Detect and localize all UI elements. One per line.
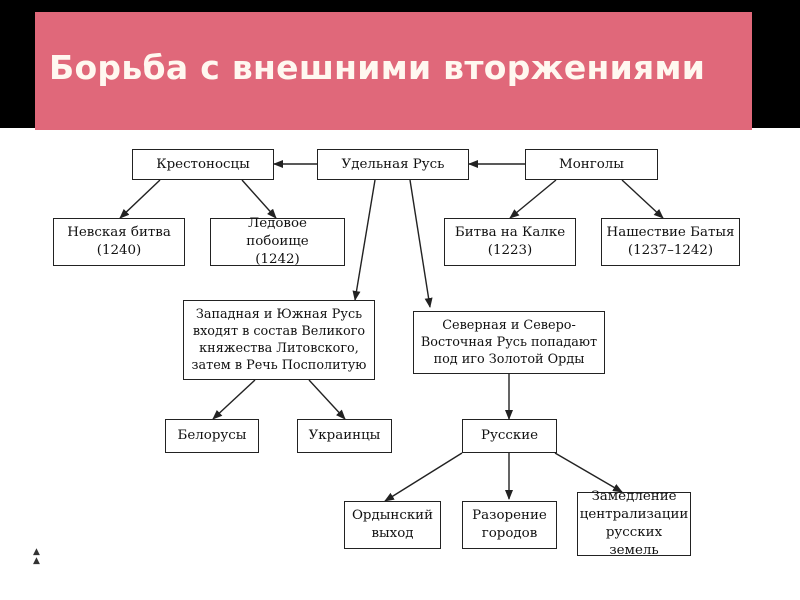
box-ukrainians: Украинцы <box>297 419 392 453</box>
box-north-east-rus: Северная и Северо- Восточная Русь попада… <box>413 311 605 374</box>
box-kalka-battle: Битва на Калке (1223) <box>444 218 576 266</box>
city-ruin-line2: городов <box>481 526 538 541</box>
box-ice-battle: Ледовое побоище (1242) <box>210 216 345 267</box>
neva-battle-line2: (1240) <box>96 243 142 258</box>
arrow-crusaders-to-neva <box>119 179 161 219</box>
arrow-crusaders-to-ice <box>241 179 277 219</box>
north-east-rus-line2: Восточная Русь попадают <box>420 335 598 350</box>
horde-tribute-line1: Ордынский <box>351 508 434 523</box>
ice-battle-line2: (1242) <box>255 252 300 267</box>
box-russians: Русские <box>462 419 557 453</box>
arrow-mongols-to-kalka <box>509 179 557 219</box>
slowdown-line1: Замедление <box>591 489 677 504</box>
box-crusaders: Крестоносцы <box>132 149 274 180</box>
arrow-center-to-west-south <box>352 179 376 301</box>
slowdown-line2: централизации <box>579 507 689 522</box>
arrow-russians-to-slowdown <box>554 452 623 493</box>
crusaders-label: Крестоносцы <box>156 156 250 172</box>
ice-battle-line1: Ледовое побоище <box>246 216 309 249</box>
box-horde-tribute: Ордынский выход <box>344 501 441 549</box>
batu-invasion-line2: (1237–1242) <box>627 243 714 258</box>
box-belarusians: Белорусы <box>165 419 259 453</box>
arrow-russians-to-horde <box>384 452 463 502</box>
arrow-west-south-to-belarusians <box>212 379 256 420</box>
belarusians-label: Белорусы <box>177 428 247 443</box>
box-slowdown: Замедление централизации русских земель <box>577 489 691 558</box>
center-label: Удельная Русь <box>341 156 445 172</box>
kalka-battle-line2: (1223) <box>487 243 533 258</box>
box-batu-invasion: Нашествие Батыя (1237–1242) <box>601 218 740 266</box>
west-south-rus-line4: затем в Речь Посполитую <box>191 358 367 373</box>
box-center: Удельная Русь <box>317 149 469 180</box>
arrow-center-to-north-east <box>409 179 433 308</box>
box-neva-battle: Невская битва (1240) <box>53 218 185 266</box>
west-south-rus-line3: княжества Литовского, <box>199 341 359 356</box>
horde-tribute-line2: выход <box>371 526 414 541</box>
city-ruin-line1: Разорение <box>472 508 547 523</box>
ukrainians-label: Украинцы <box>308 428 381 443</box>
russians-label: Русские <box>480 428 539 443</box>
west-south-rus-line1: Западная и Южная Русь <box>195 307 363 322</box>
batu-invasion-line1: Нашествие Батыя <box>606 225 735 240</box>
north-east-rus-line3: под иго Золотой Орды <box>433 352 585 367</box>
mongols-label: Монголы <box>559 156 624 172</box>
arrow-west-south-to-ukrainians <box>308 379 346 420</box>
box-west-south-rus: Западная и Южная Русь входят в состав Ве… <box>183 300 375 380</box>
slowdown-line3: русских земель <box>605 525 663 558</box>
slide-title: Борьба с внешними вторжениями <box>49 48 706 87</box>
north-east-rus-line1: Северная и Северо- <box>442 318 576 333</box>
box-mongols: Монголы <box>525 149 658 180</box>
title-banner: Борьба с внешними вторжениями <box>35 12 752 130</box>
arrow-mongols-to-batu <box>621 179 664 219</box>
corner-marks: ▲▲ <box>33 547 40 566</box>
west-south-rus-line2: входят в состав Великого <box>192 324 366 339</box>
neva-battle-line1: Невская битва <box>67 225 171 240</box>
kalka-battle-line1: Битва на Калке <box>454 225 566 240</box>
box-city-ruin: Разорение городов <box>462 501 557 549</box>
